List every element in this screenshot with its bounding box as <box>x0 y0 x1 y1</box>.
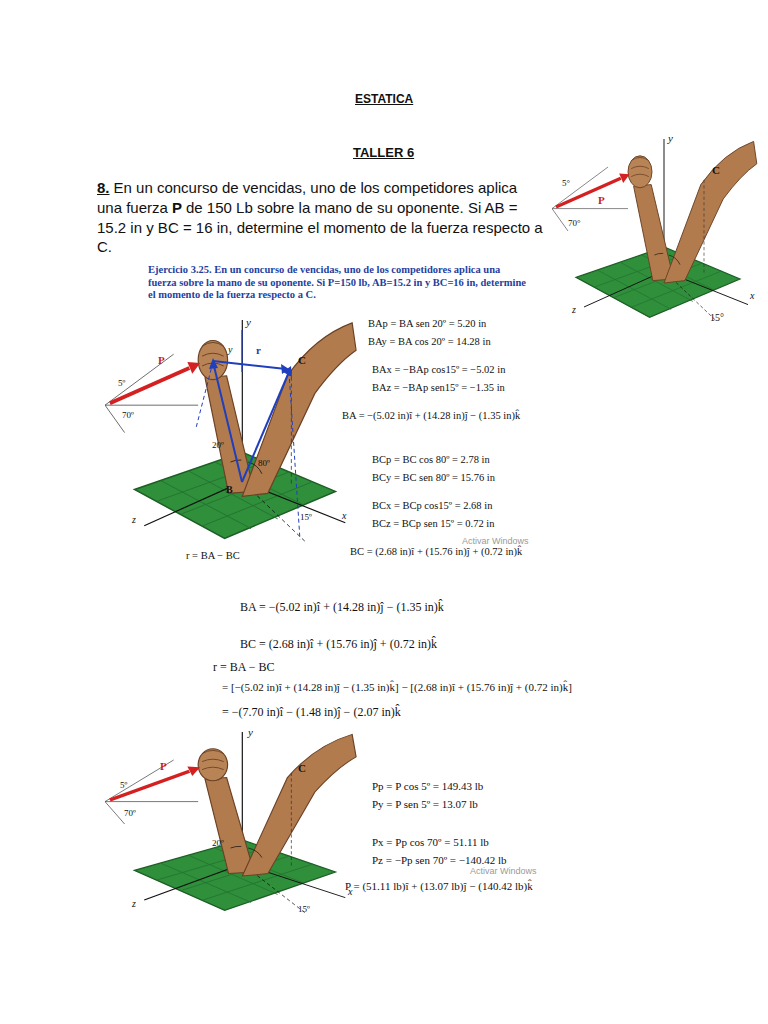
label-text: Px = Pp cos 70º = 51.11 lb <box>372 836 489 849</box>
label-text: BCy = BC sen 80º = 15.76 in <box>372 472 495 485</box>
label-text: y <box>246 316 251 329</box>
label-text: 70º <box>122 410 134 421</box>
label-text: BAx = −BAp cos15º = −5.02 in <box>372 364 505 377</box>
label-text: 15º <box>300 512 312 523</box>
label-text: 70° <box>568 218 581 229</box>
label-text: 15º <box>298 904 310 915</box>
position-vectors <box>196 330 300 540</box>
label-text: BCp = BC cos 80º = 2.78 in <box>372 454 490 467</box>
label-text: r = BA − BC <box>186 550 240 563</box>
label-text: y <box>228 344 232 356</box>
label-text: BC = (2.68 in)î + (15.76 in)ĵ + (0.72 in… <box>350 546 522 559</box>
problem-statement: 8.En un concurso de vencidas, uno de los… <box>97 178 543 257</box>
label-text: Pz = −Pp sen 70º = −140.42 lb <box>372 854 507 867</box>
label-text: 70º <box>124 808 136 819</box>
arm-figure <box>105 732 356 914</box>
label-text: y <box>248 726 253 739</box>
label-text: = −(7.70 in)î − (1.48 in)ĵ − (2.07 in)k̂ <box>222 705 401 719</box>
label-text: C <box>298 762 306 775</box>
heading: ESTATICA <box>355 92 413 106</box>
problem-text: 8. <box>97 179 110 196</box>
label-text: z <box>572 304 576 316</box>
label-text: r <box>256 344 261 357</box>
label-text: Activar Windows <box>470 866 537 877</box>
label-text: = [−(5.02 in)î + (14.28 in)ĵ − (1.35 in)… <box>222 681 572 694</box>
label-text: x <box>750 290 754 302</box>
label-text: z <box>132 514 136 526</box>
label-text: BA = −(5.02 in)î + (14.28 in)ĵ − (1.35 i… <box>240 600 444 614</box>
label-text: C <box>298 354 306 367</box>
arm-figure <box>105 320 356 542</box>
label-text: BCz = BCp sen 15º = 0.72 in <box>372 518 494 531</box>
label-text: 20º <box>212 838 224 849</box>
label-text: Activar Windows <box>462 536 529 547</box>
label-text: r = BA − BC <box>213 660 275 674</box>
heading: TALLER 6 <box>353 145 414 161</box>
label-text: x <box>342 510 346 522</box>
label-text: P <box>158 354 165 367</box>
label-text: 80º <box>258 458 270 469</box>
label-text: P <box>160 760 167 773</box>
problem-text: P <box>172 199 182 216</box>
label-text: BC = (2.68 in)î + (15.76 in)ĵ + (0.72 in… <box>240 637 437 651</box>
label-text: BAy = BA cos 20º = 14.28 in <box>368 336 491 349</box>
label-text: Py = P sen 5º = 13.07 lb <box>372 798 478 811</box>
label-text: Pp = P cos 5º = 149.43 lb <box>372 780 483 793</box>
label-text: 20º <box>212 440 224 451</box>
label-text: z <box>132 898 136 910</box>
label-text: P <box>598 194 605 207</box>
label-text: BAp = BA sen 20º = 5.20 in <box>368 318 486 331</box>
label-text: B <box>226 484 233 496</box>
label-text: Ejercicio 3.25. En un concurso de vencid… <box>148 264 530 302</box>
label-text: BA = −(5.02 in)î + (14.28 in)ĵ − (1.35 i… <box>342 410 520 423</box>
label-text: 15° <box>710 312 724 324</box>
label-text: BAz = −BAp sen15º = −1.35 in <box>372 382 505 395</box>
arm-figure <box>552 139 757 321</box>
label-text: y <box>668 132 673 145</box>
label-text: 5º <box>120 780 127 791</box>
label-text: 5º <box>118 378 125 389</box>
label-text: BCx = BCp cos15º = 2.68 in <box>372 500 492 513</box>
label-text: 5° <box>562 178 570 189</box>
label-text: C <box>712 164 720 177</box>
label-text: P = (51.11 lb)î + (13.07 lb)ĵ − (140.42 … <box>345 880 533 893</box>
